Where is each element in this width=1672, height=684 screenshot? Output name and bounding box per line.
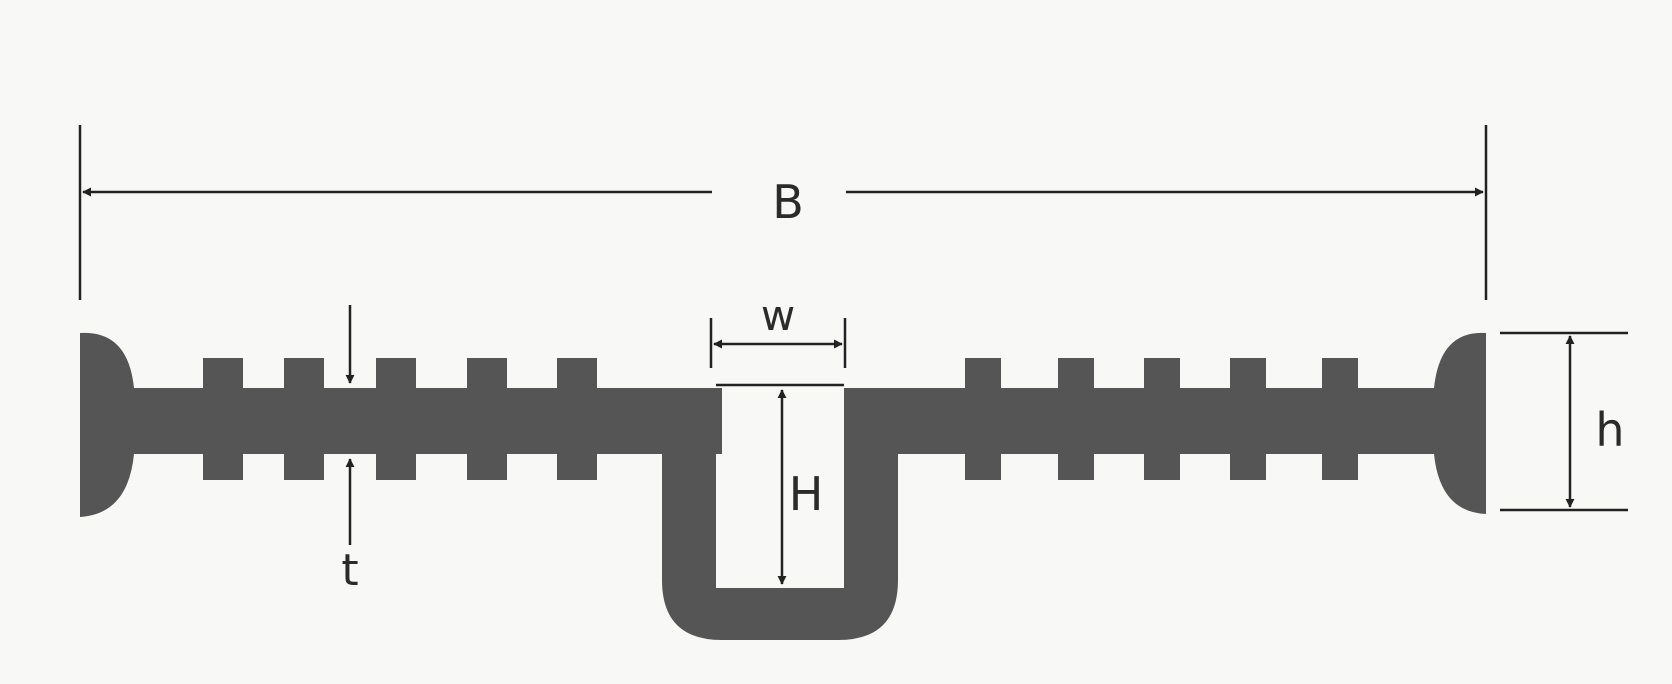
label-w: w: [761, 291, 795, 340]
center-bulb: [662, 388, 898, 640]
ribs-right-top: [965, 358, 1358, 390]
dimension-b: [78, 125, 1488, 300]
end-bulb-right: [1434, 332, 1486, 514]
ribs-right-bottom: [965, 452, 1358, 480]
dimension-w: [709, 318, 847, 387]
waterstop-profile: [80, 332, 1486, 640]
strip-left: [120, 388, 722, 454]
label-b: B: [772, 175, 804, 229]
label-h: h: [1595, 403, 1624, 457]
ribs-left-top: [203, 358, 597, 390]
ribs-left-bottom: [203, 452, 597, 480]
strip-right: [844, 388, 1450, 454]
label-t: t: [341, 545, 358, 596]
end-bulb-left: [80, 332, 134, 517]
dimension-h-end: [1500, 331, 1628, 512]
label-H: H: [789, 467, 824, 521]
